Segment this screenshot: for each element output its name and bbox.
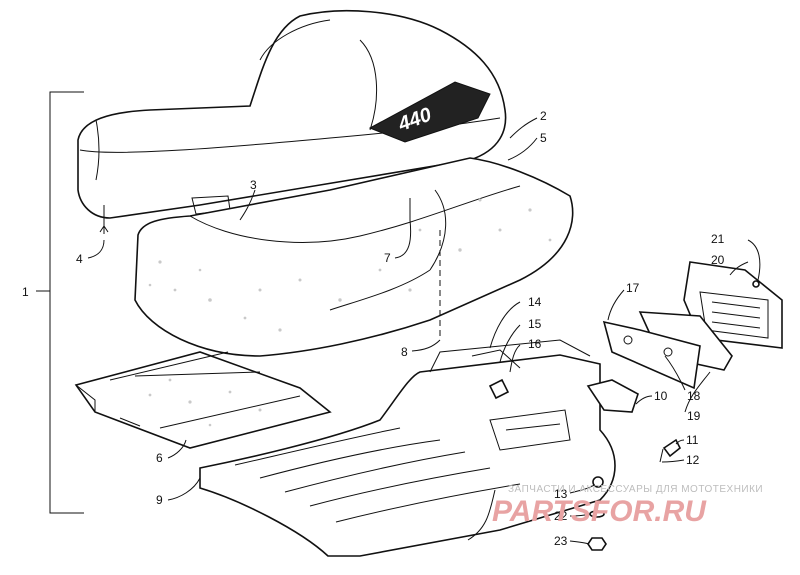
- callouts: 1 2 3 4 5 6 7 8 9 10 11 12 13 14 15 16 1…: [22, 109, 725, 548]
- callout-10: 10: [654, 389, 668, 403]
- watermark-caption: ЗАПЧАСТИ И АКСЕССУАРЫ ДЛЯ МОТОТЕХНИКИ: [508, 484, 763, 495]
- callout-3: 3: [250, 178, 257, 192]
- bulb-block: [586, 379, 639, 413]
- callout-18: 18: [687, 389, 701, 403]
- seat-tray: [199, 339, 616, 557]
- watermark: ЗАПЧАСТИ И АКСЕССУАРЫ ДЛЯ МОТОТЕХНИКИ PA…: [492, 484, 763, 528]
- callout-21: 21: [711, 232, 725, 246]
- leader-lines: [87, 117, 761, 545]
- callout-9: 9: [156, 493, 163, 507]
- callout-11: 11: [686, 433, 699, 447]
- seat-base: [134, 157, 574, 357]
- taillight-base: [602, 320, 701, 390]
- callout-7: 7: [384, 251, 391, 265]
- watermark-logo: PARTSFOR.RU: [492, 495, 707, 528]
- callout-2: 2: [540, 109, 547, 123]
- callout-19: 19: [687, 409, 701, 423]
- callout-1: 1: [22, 285, 29, 299]
- callout-6: 6: [156, 451, 163, 465]
- callout-17: 17: [626, 281, 640, 295]
- callout-23: 23: [554, 534, 568, 548]
- seat-floor-foam: [74, 351, 332, 449]
- callout-16: 16: [528, 337, 542, 351]
- hardware: [467, 280, 760, 551]
- callout-5: 5: [540, 131, 547, 145]
- callout-13: 13: [554, 487, 568, 501]
- callout-14: 14: [528, 295, 542, 309]
- callout-20: 20: [711, 253, 725, 267]
- group-bracket: [36, 91, 84, 514]
- callout-4: 4: [76, 252, 83, 266]
- callout-8: 8: [401, 345, 408, 359]
- callout-22: 22: [554, 509, 568, 523]
- callout-15: 15: [528, 317, 542, 331]
- callout-12: 12: [686, 453, 700, 467]
